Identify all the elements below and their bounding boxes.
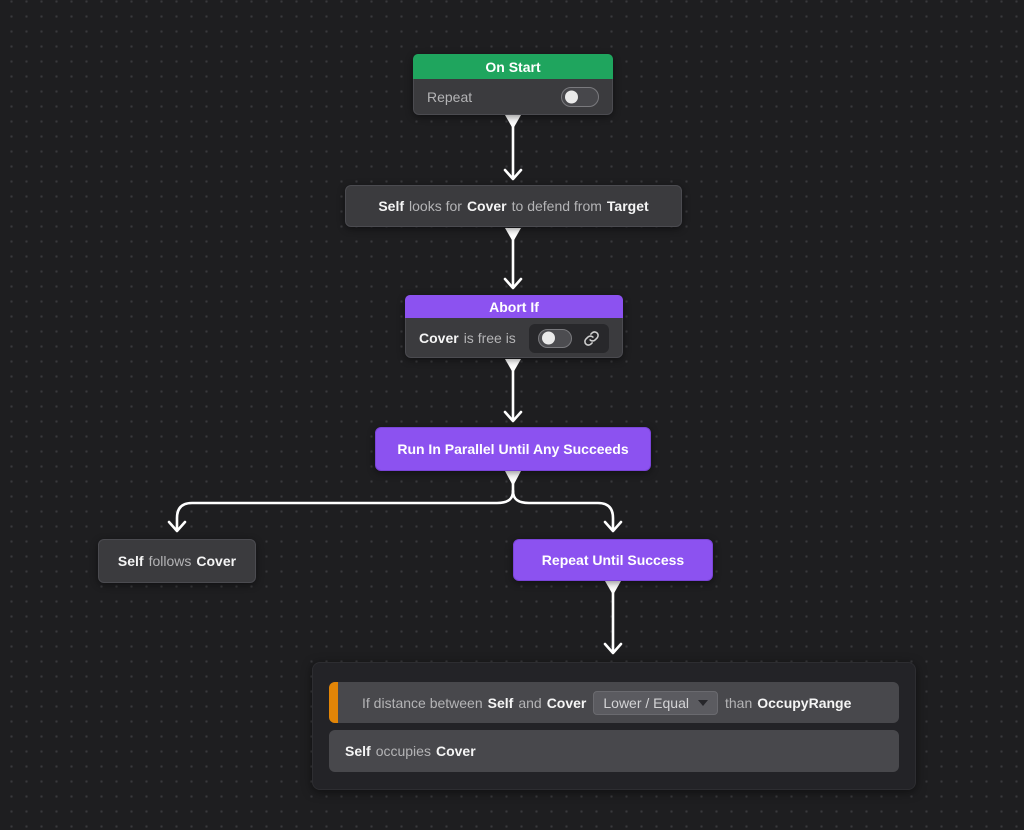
condition-row[interactable]: If distance between Self and Cover Lower… [329, 682, 899, 723]
repeat-until-success-label: Repeat Until Success [541, 552, 685, 568]
node-run-in-parallel[interactable]: Run In Parallel Until Any Succeeds [375, 427, 651, 471]
repeat-row: Repeat [414, 79, 612, 114]
token-if-distance-between: If distance between [362, 694, 483, 711]
token-self: Self [117, 553, 144, 569]
on-start-header: On Start [413, 54, 613, 79]
abort-if-row: Cover is free is [406, 318, 622, 358]
condition-accent-bar [329, 682, 338, 723]
edge-parallel-branch [167, 471, 623, 533]
edge-repeat-to-compound [603, 581, 623, 655]
run-in-parallel-label: Run In Parallel Until Any Succeeds [397, 441, 629, 457]
repeat-label: Repeat [427, 88, 473, 105]
token-cover: Cover [435, 743, 476, 759]
node-repeat-until-success[interactable]: Repeat Until Success [513, 539, 713, 581]
occupy-text: Self occupies Cover [345, 743, 476, 759]
comparison-dropdown-value: Lower / Equal [603, 694, 689, 711]
comparison-dropdown[interactable]: Lower / Equal [593, 690, 718, 715]
node-compound-occupy[interactable]: If distance between Self and Cover Lower… [312, 662, 916, 790]
token-occupies: occupies [375, 743, 431, 759]
seek-cover-text: Self looks for Cover to defend from Targ… [378, 198, 648, 214]
node-seek-cover[interactable]: Self looks for Cover to defend from Targ… [345, 185, 682, 227]
abort-if-title: Abort If [489, 298, 539, 315]
token-cover: Cover [466, 198, 507, 214]
edge-abortif-to-parallel [503, 359, 523, 423]
token-occupy-range: OccupyRange [757, 694, 852, 711]
token-looks-for: looks for [409, 198, 462, 214]
toggle-knob [542, 331, 555, 345]
token-is-free-is: is free is [463, 330, 516, 346]
node-on-start[interactable]: On Start Repeat [413, 54, 613, 115]
action-row[interactable]: Self occupies Cover [329, 730, 899, 772]
token-cover: Cover [419, 330, 459, 346]
token-cover: Cover [196, 553, 237, 569]
abort-if-controls [529, 323, 609, 353]
token-cover: Cover [546, 694, 587, 711]
token-than: than [724, 694, 753, 711]
chevron-down-icon [697, 699, 708, 706]
edge-seek-to-abortif [503, 228, 523, 290]
follow-text: Self follows Cover [118, 553, 236, 569]
condition-text: If distance between Self and Cover Lower… [362, 690, 852, 715]
on-start-title: On Start [485, 58, 541, 75]
token-self: Self [487, 694, 514, 711]
node-self-follows-cover[interactable]: Self follows Cover [98, 539, 256, 583]
token-defend-from: to defend from [511, 198, 602, 214]
node-abort-if[interactable]: Abort If Cover is free is [405, 295, 623, 358]
token-follows: follows [148, 553, 192, 569]
is-free-toggle[interactable] [538, 328, 572, 348]
token-target: Target [606, 198, 649, 214]
abort-if-header: Abort If [405, 295, 623, 318]
link-icon[interactable] [583, 330, 600, 347]
edge-onstart-to-seek [503, 115, 523, 181]
token-self: Self [378, 198, 405, 214]
token-and: and [518, 694, 542, 711]
repeat-toggle[interactable] [561, 86, 599, 107]
toggle-knob [565, 90, 578, 103]
token-self: Self [345, 743, 371, 759]
